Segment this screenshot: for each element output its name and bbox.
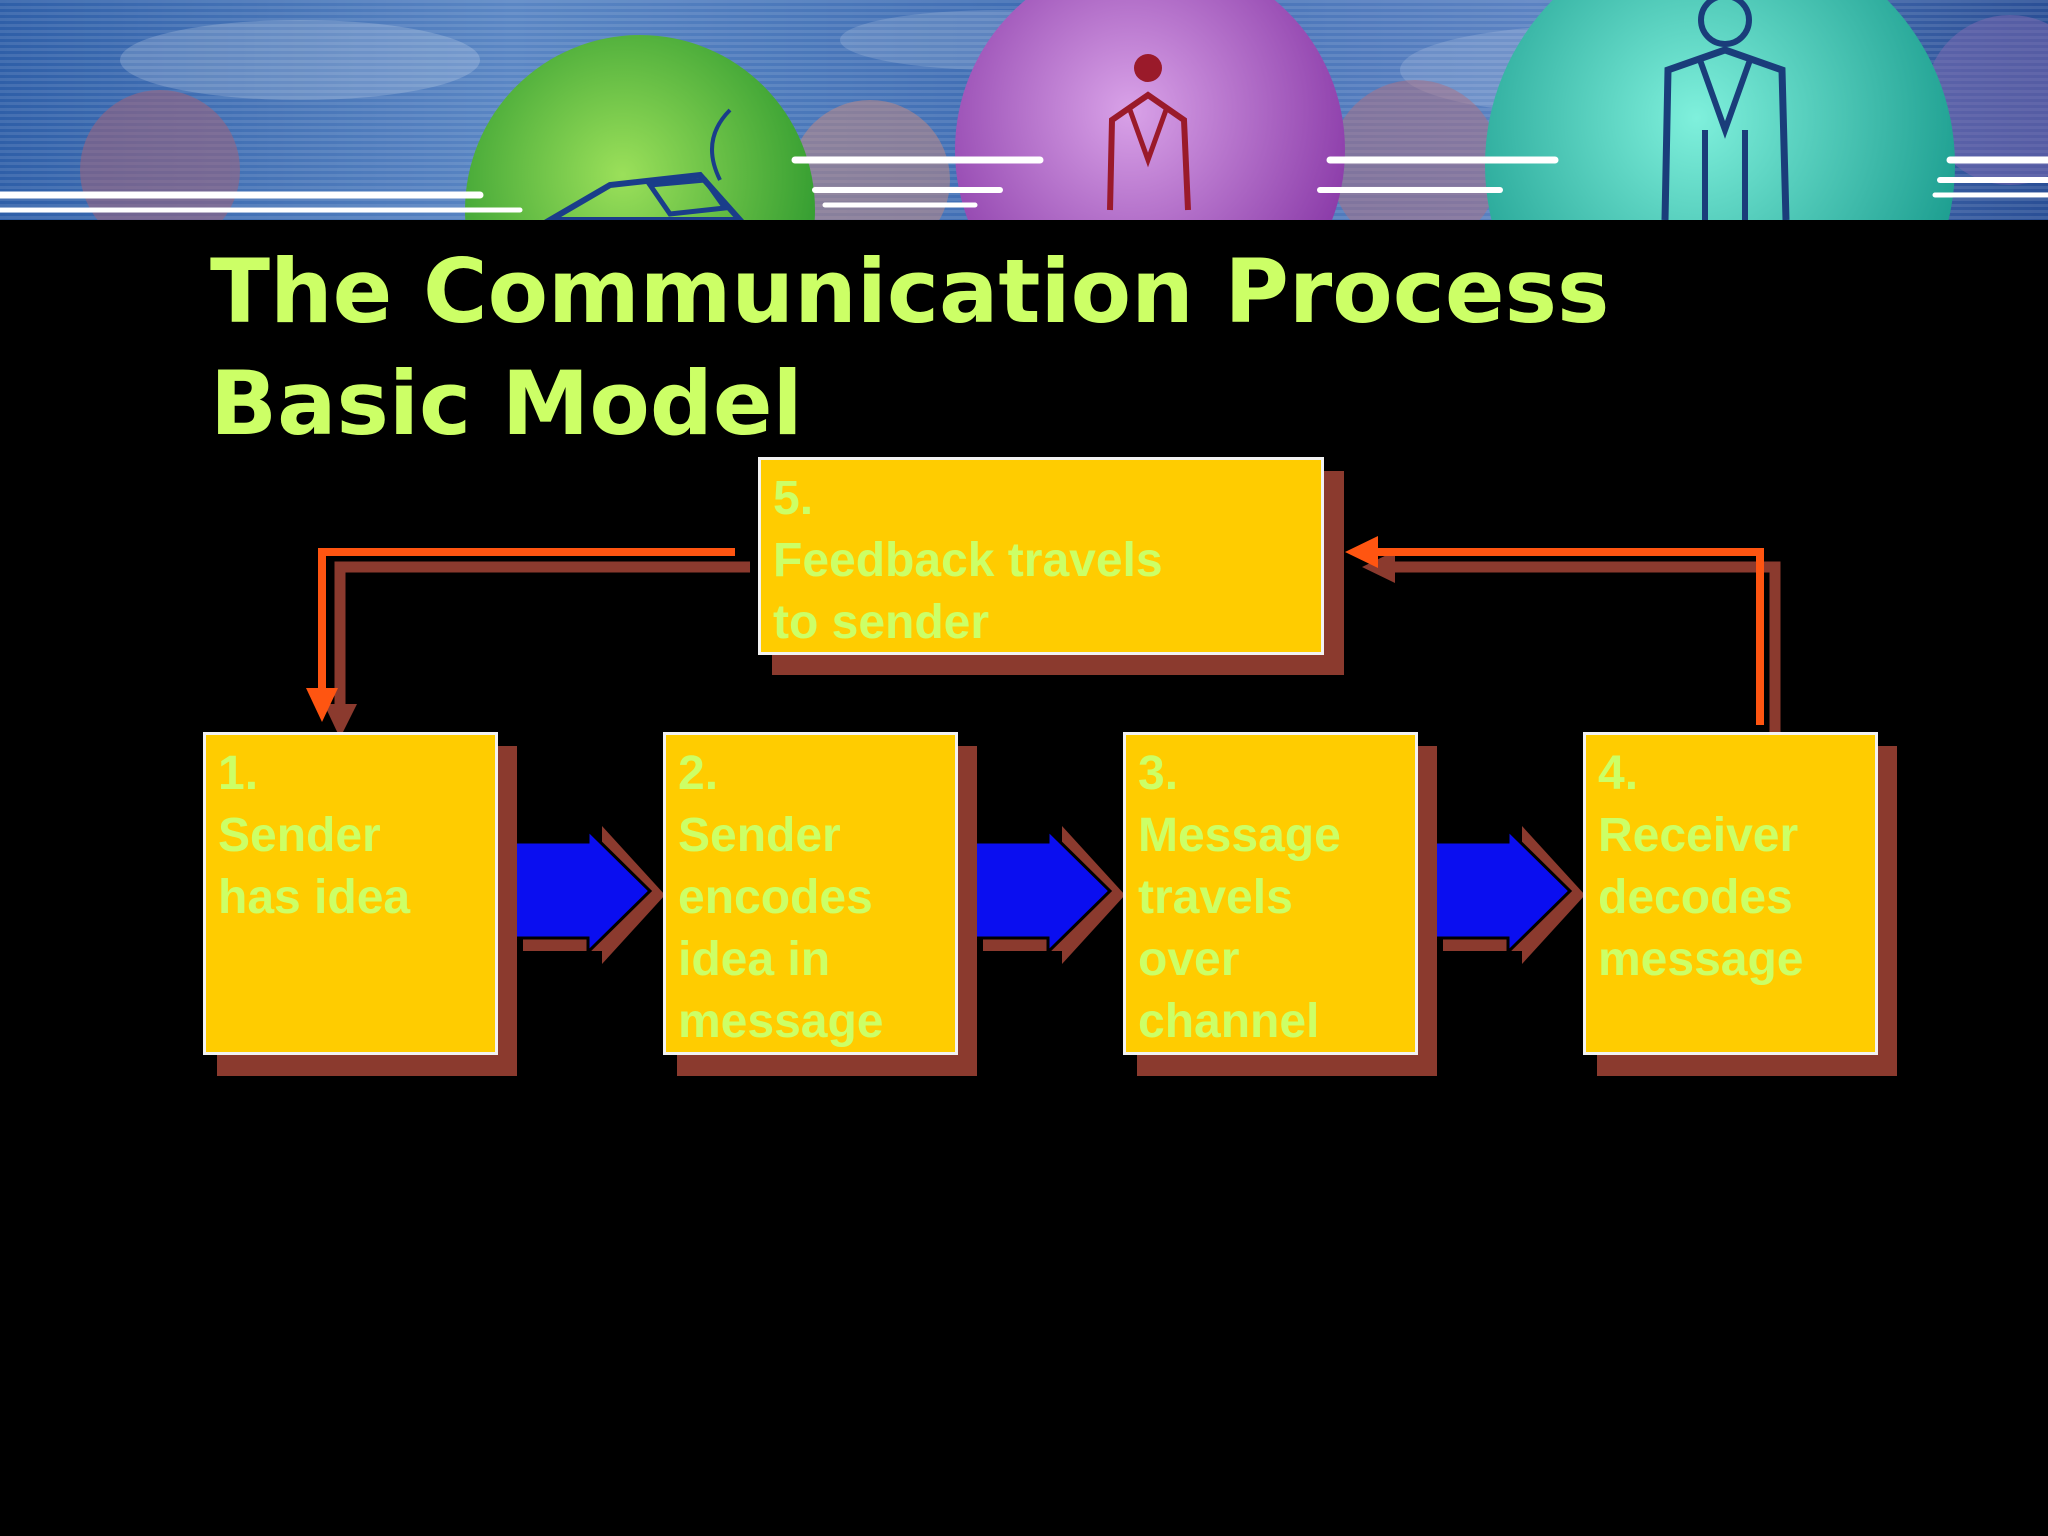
feedback-arrowhead-right-shadow — [1362, 551, 1395, 583]
feedback-arrowhead-left — [306, 688, 338, 722]
box-sender-encodes: 2. Sender encodes idea in message — [663, 732, 958, 1055]
box-receiver-decodes: 4. Receiver decodes message — [1583, 732, 1878, 1055]
box-1-number: 1. — [218, 747, 259, 800]
box-4-text: Receiver decodes message — [1598, 809, 1804, 986]
slide-title-line-2: Basic Model — [210, 352, 803, 455]
feedback-arrow-left — [318, 548, 735, 700]
feedback-arrowhead-right — [1345, 536, 1378, 568]
feedback-arrow-right-shadow — [1380, 561, 1781, 740]
box-5-number: 5. — [773, 472, 814, 525]
flow-arrow-2 — [966, 826, 1113, 956]
box-2-text: Sender encodes idea in message — [678, 809, 884, 1048]
flow-arrow-3 — [1426, 826, 1573, 956]
box-message-travels: 3. Message travels over channel — [1123, 732, 1418, 1055]
box-4-number: 4. — [1598, 747, 1639, 800]
box-feedback: 5. Feedback travels to sender — [758, 457, 1324, 655]
box-sender-has-idea: 1. Sender has idea — [203, 732, 498, 1055]
box-3-text: Message travels over channel — [1138, 809, 1341, 1048]
feedback-arrow-right — [1362, 548, 1764, 725]
slide-title-line-1: The Communication Process — [210, 240, 1610, 343]
header-banner-image — [0, 0, 2048, 220]
box-1-text: Sender has idea — [218, 809, 411, 924]
box-3-number: 3. — [1138, 747, 1179, 800]
flow-arrow-1 — [506, 826, 653, 956]
box-2-number: 2. — [678, 747, 719, 800]
feedback-arrow-left-shadow — [334, 561, 750, 718]
feedback-arrowhead-left-shadow — [324, 704, 357, 738]
box-5-text: Feedback travels to sender — [773, 534, 1163, 649]
